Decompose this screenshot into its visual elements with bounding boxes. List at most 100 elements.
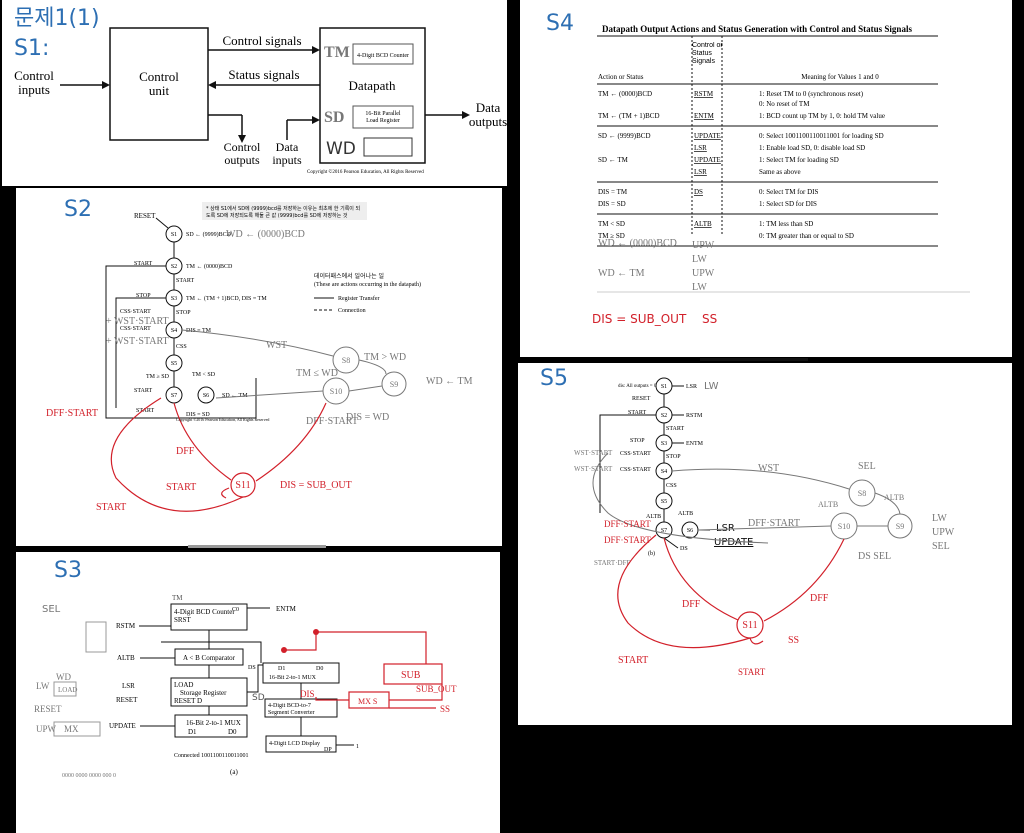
korean-note-box (202, 202, 367, 220)
legend-connection: Connection (338, 308, 366, 314)
state-label: S10 (330, 387, 342, 396)
wire (617, 534, 751, 649)
s2-transitions (105, 242, 257, 419)
state-label: S11 (235, 480, 250, 491)
row-meaning: 0: Select 1001100110011001 for loading S… (759, 132, 884, 140)
handwritten-signal: LW (692, 254, 707, 265)
transition-label: TM < SD (192, 372, 216, 378)
handwritten: TM ≤ WD (296, 368, 338, 379)
action: SD ← TM (222, 393, 248, 399)
s5-state-labels: S1 S2 S3 S4 S5 S6 S7 (661, 384, 693, 534)
row-signal: UPDATE (694, 132, 721, 140)
handwritten: DIS (300, 689, 315, 699)
handwritten-signal: UPW (692, 240, 715, 251)
sel-label: SEL (42, 604, 61, 615)
junction-dot (313, 629, 319, 635)
s3-gray-handwritten: WD LW LOAD RESET UPW MX 0000 0000 0000 0… (34, 672, 116, 779)
arrowhead (102, 81, 110, 89)
handwritten: START (738, 667, 766, 677)
wire (663, 537, 679, 549)
transition-label: ALTB (646, 514, 661, 520)
handwritten: WST·START (574, 465, 613, 473)
s5-added-states (592, 452, 913, 544)
handwritten: UPW (932, 527, 955, 538)
row-meaning: 1: BCD count up TM by 1, 0: hold TM valu… (759, 112, 885, 120)
handwritten: SS (788, 635, 799, 646)
state-s6 (197, 386, 215, 404)
arrowhead (238, 135, 246, 143)
update-label: UPDATE (109, 722, 136, 730)
handwritten: MX S (358, 697, 377, 706)
s3-red-handwritten: SUB SUB_OUT DIS MX S SS (300, 670, 457, 714)
row-meaning: 1: Select TM for loading SD (759, 156, 839, 164)
action: SD ← (9999)BCD (186, 231, 232, 238)
s5-red-text: S11 DFF DFF START START SS (618, 593, 829, 677)
state-label: S5 (661, 499, 667, 505)
state-label: S6 (203, 393, 209, 399)
legend-korean: 데이터패스에서 일어나는 일 (314, 272, 384, 280)
s3-caption: (a) (230, 768, 238, 776)
ds-label: DS (248, 665, 256, 671)
s2-divider (188, 545, 326, 548)
handwritten: START (166, 482, 196, 493)
handwritten: START·DFF (594, 559, 630, 567)
row-signal: UPDATE (694, 156, 721, 164)
s4-table: S4 Datapath Output Actions and Status Ge… (546, 11, 970, 326)
wire (874, 492, 901, 515)
handwritten: LW (36, 681, 50, 691)
connected-label: Connected 1001100110011001 (174, 753, 249, 759)
control-unit-box (109, 27, 209, 141)
s4-title: Datapath Output Actions and Status Gener… (602, 24, 912, 34)
header-signal: Control or Status Signals (692, 42, 723, 65)
wire (247, 664, 263, 693)
state-label: S2 (171, 264, 177, 270)
state-label: S9 (390, 380, 398, 389)
handwritten-action: WD ← TM (598, 268, 645, 279)
handwritten: SUB_OUT (416, 684, 457, 694)
row-action: DIS = TM (598, 188, 628, 196)
row-signal: ALTB (694, 220, 712, 228)
s2-copyright: Copyright ©2016 Pearson Education, All R… (176, 417, 269, 423)
transition-label: STOP (176, 310, 191, 316)
s4-divider (700, 358, 808, 361)
handwritten: SEL (932, 541, 950, 552)
state-label: S8 (858, 489, 866, 498)
s2-diagram: S2 * 상태 S1에서 SD에 (9999)bcd를 저장하는 이유는 최초에… (46, 197, 473, 513)
wire (284, 631, 427, 664)
wire (215, 390, 324, 399)
s3-wires (161, 630, 302, 736)
handwritten-signal: UPW (692, 268, 715, 279)
s2-added-states (181, 329, 407, 405)
sel-mux (85, 621, 107, 653)
handwritten-action: WD ← (0000)BCD (598, 238, 677, 249)
transition-label: CSS·START (120, 326, 151, 332)
row-action: TM ← (TM + 1)BCD (598, 112, 660, 120)
handwritten: WD ← (0000)BCD (226, 229, 305, 240)
action: DIS = SD (186, 412, 210, 418)
arrowhead (462, 111, 470, 119)
s2-panel: S2 * 상태 S1에서 SD에 (9999)bcd를 저장하는 이유는 최초에… (16, 188, 502, 546)
mx-box (53, 721, 101, 737)
transition-label: CSS (176, 344, 187, 350)
handwritten: LW (932, 513, 947, 524)
wire (599, 414, 656, 513)
wire (173, 402, 232, 481)
transition-label: RESET (632, 396, 651, 402)
status-signals-label: Status signals (228, 67, 299, 82)
legend-register-transfer: Register Transfer (338, 295, 380, 302)
reset-label: RESET (116, 696, 138, 704)
s4-label: S4 (546, 11, 574, 36)
header-action: Action or Status (598, 73, 644, 81)
handwritten-signal: LW (692, 282, 707, 293)
s5-panel: S5 dis: All outputs = 0 S1 S2 S3 S4 S5 S… (518, 363, 1012, 725)
transition-label: START (136, 408, 154, 414)
state-label: S3 (661, 441, 667, 447)
arrowhead (208, 81, 216, 89)
lsr-label: LSR (122, 682, 135, 690)
